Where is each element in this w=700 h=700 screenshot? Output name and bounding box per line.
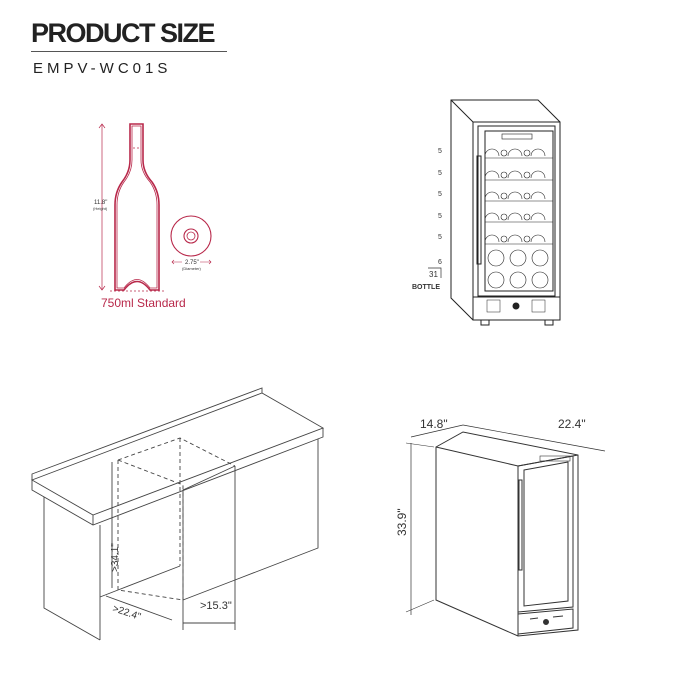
bottle-mark	[484, 234, 500, 243]
min-depth-label: >22.4"	[111, 603, 142, 623]
bottle-mark	[509, 249, 527, 267]
bottle-mark	[500, 213, 508, 221]
bottle-mark	[487, 249, 505, 267]
bottle-mark	[523, 171, 531, 179]
bottle-mark	[531, 271, 549, 289]
shelf-count: 5	[438, 170, 442, 177]
bottle-mark	[500, 235, 508, 243]
shelf-count: 5	[438, 234, 442, 241]
height-dimension: 33.9"	[395, 508, 409, 536]
bottle-mark	[507, 212, 523, 221]
title-divider	[31, 51, 227, 52]
bottle-mark	[523, 235, 531, 243]
fridge-front-view	[450, 99, 561, 326]
bottle-unit: BOTTLE	[412, 284, 440, 291]
bottle-mark	[531, 249, 549, 267]
bottle-mark	[484, 191, 500, 200]
bottle-mark	[530, 234, 546, 243]
bottle-mark	[507, 170, 523, 179]
shelf-count: 5	[438, 148, 442, 155]
fridge-isometric-view	[405, 424, 606, 637]
shelf-count: 6	[438, 259, 442, 266]
width-dimension: 14.8"	[420, 417, 448, 431]
min-width-label: >15.3"	[200, 600, 232, 612]
depth-dimension: 22.4"	[558, 417, 586, 431]
bottle-label: 750ml Standard	[101, 296, 186, 310]
bottle-mark	[523, 149, 531, 157]
bottle-height-caption: (Height)	[93, 206, 108, 211]
bottle-mark	[507, 148, 523, 157]
bottle-drawing	[98, 123, 212, 292]
bottle-mark	[530, 170, 546, 179]
bottle-mark	[523, 213, 531, 221]
bottle-mark	[509, 271, 527, 289]
bottle-mark	[530, 148, 546, 157]
bottle-mark	[484, 170, 500, 179]
bottle-diameter-value: 2.75"	[185, 260, 199, 266]
shelf-count: 5	[438, 213, 442, 220]
bottle-diameter-caption: (Diameter)	[182, 266, 202, 271]
bottle-mark	[507, 234, 523, 243]
bottle-mark	[484, 148, 500, 157]
bottle-mark	[487, 271, 505, 289]
bottle-height-value: 11.8"	[94, 200, 107, 206]
bottle-mark	[507, 191, 523, 200]
shelf-capacity-labels: 5 5 5 5 5 6 31 BOTTLE	[412, 148, 442, 291]
bottle-mark	[523, 192, 531, 200]
bottle-mark	[484, 212, 500, 221]
total-bottles: 31	[429, 270, 438, 279]
installation-cabinet-drawing	[30, 387, 325, 641]
bottle-mark	[500, 149, 508, 157]
min-height-label: >34.1"	[110, 543, 121, 572]
bottle-mark	[500, 171, 508, 179]
shelf-count: 5	[438, 191, 442, 198]
page-title: PRODUCT SIZE	[31, 18, 216, 48]
bottle-mark	[500, 192, 508, 200]
bottle-mark	[530, 212, 546, 221]
model-number: EMPV-WC01S	[33, 60, 172, 77]
bottle-mark	[530, 191, 546, 200]
